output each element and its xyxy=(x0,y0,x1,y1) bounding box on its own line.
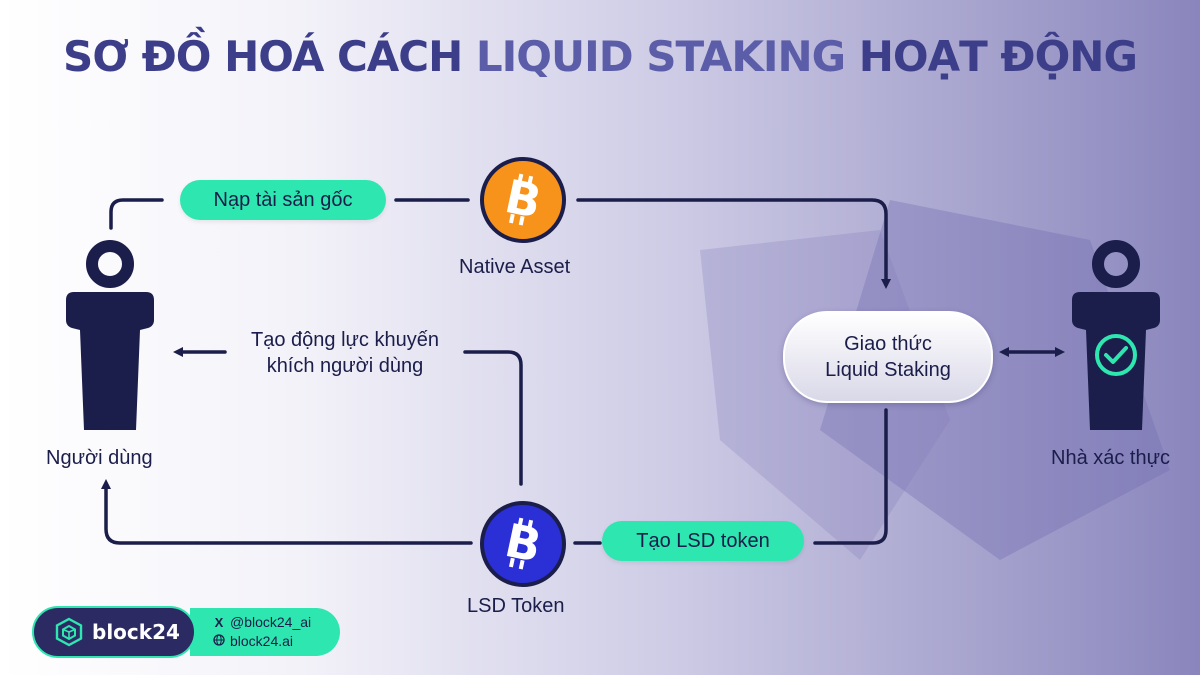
brand-name: block24 xyxy=(92,620,180,644)
line-native-to-protocol xyxy=(576,198,891,289)
incentive-label: Tạo động lực khuyến khích người dùng xyxy=(230,327,460,379)
protocol-line-2: Liquid Staking xyxy=(825,359,951,381)
protocol-line-1: Giao thức xyxy=(844,333,932,355)
incentive-line-2: khích người dùng xyxy=(266,355,424,377)
social-links: X @block24_ai block24.ai xyxy=(190,608,340,656)
block24-logo-icon xyxy=(55,617,83,647)
title-part-2: LIQUID STAKING xyxy=(475,32,846,81)
title-part-3: HOẠT ĐỘNG xyxy=(845,32,1138,81)
incentive-line-1: Tạo động lực khuyến xyxy=(251,329,439,351)
lsd-token-label: LSD Token xyxy=(467,595,565,617)
user-label: Người dùng xyxy=(46,447,153,469)
globe-icon xyxy=(212,632,226,651)
website-row[interactable]: block24.ai xyxy=(212,632,340,651)
website: block24.ai xyxy=(230,633,294,649)
line-user-to-deposit xyxy=(109,198,164,230)
lsd-bitcoin-icon: B xyxy=(480,501,566,587)
lsd-token-coin: B xyxy=(480,501,566,587)
native-asset-coin: B xyxy=(480,157,566,243)
validator-label: Nhà xác thực xyxy=(1051,447,1170,469)
brand-badge: block24 xyxy=(32,606,196,658)
title-part-1: SƠ ĐỒ HOÁ CÁCH xyxy=(63,32,476,81)
bitcoin-icon: B xyxy=(480,157,566,243)
user-person-icon xyxy=(66,240,154,430)
validator-person-icon xyxy=(1072,240,1160,430)
x-logo-icon: X xyxy=(214,615,224,630)
native-asset-label: Native Asset xyxy=(459,256,571,278)
line-lsd-to-incentive xyxy=(463,350,523,486)
line-lsd-to-user xyxy=(101,479,473,545)
x-handle-row[interactable]: X @block24_ai xyxy=(212,613,340,632)
deposit-pill: Nạp tài sản gốc xyxy=(180,180,386,220)
line-protocol-to-create xyxy=(813,408,888,545)
x-handle: @block24_ai xyxy=(230,614,312,630)
create-lsd-pill: Tạo LSD token xyxy=(602,521,804,561)
protocol-box: Giao thức Liquid Staking xyxy=(783,311,993,403)
page-title: SƠ ĐỒ HOÁ CÁCH LIQUID STAKING HOẠT ĐỘNG xyxy=(0,32,1200,81)
